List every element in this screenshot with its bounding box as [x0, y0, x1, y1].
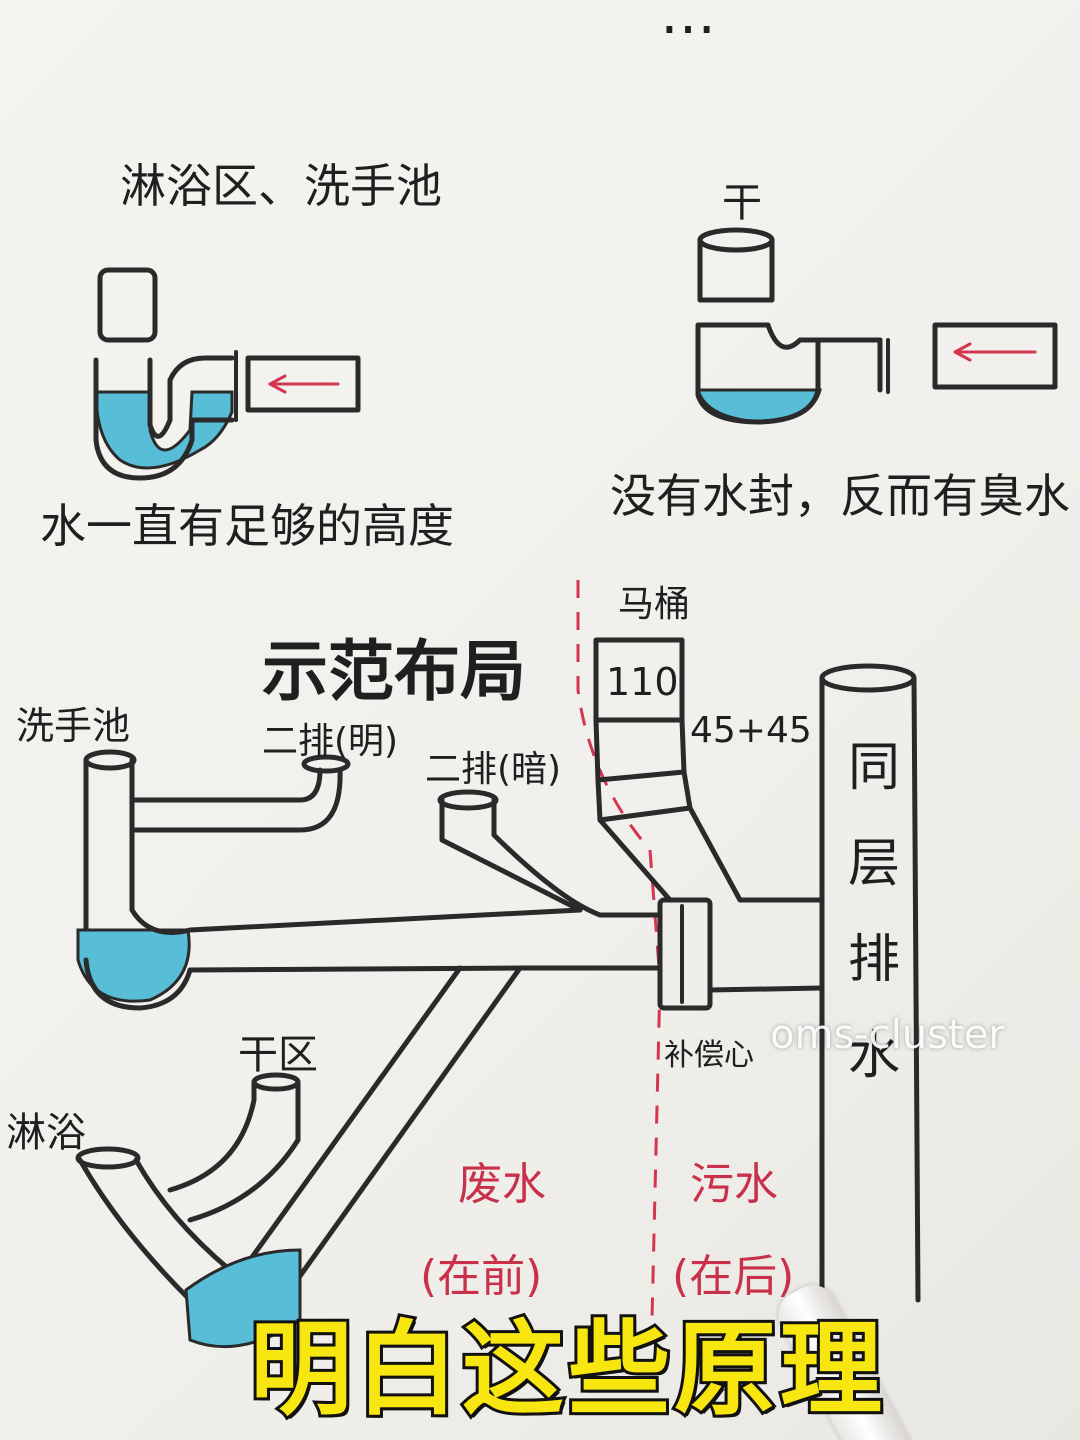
- label-dry-zone: 干区: [238, 1032, 318, 1078]
- label-waste-position: (在前): [420, 1251, 543, 1302]
- drain-cap-top-dry: [697, 227, 775, 253]
- dry-zone-pipe-left: [167, 1079, 257, 1193]
- stack-right: [911, 675, 921, 1303]
- label-same-floor-drainage: 同层排水: [848, 738, 901, 1086]
- good-trap-heading: 淋浴区、洗手池: [120, 159, 442, 213]
- layout-heading: 示范布局: [262, 633, 526, 710]
- main-pipe-bottom: [187, 965, 663, 973]
- label-basin: 洗手池: [16, 704, 131, 748]
- basin-pipe-mouth: [83, 749, 137, 771]
- outlet-pipe-good: [245, 355, 361, 413]
- toilet-flange: [593, 637, 685, 723]
- dry-label: 干: [722, 180, 762, 226]
- outlet-pipe-dry: [932, 322, 1058, 390]
- toilet-elbow-upper: [593, 717, 687, 783]
- drain-cap-dry: [697, 237, 775, 303]
- shower-pipe-right: [133, 1157, 233, 1273]
- flow-arrow-dry: [953, 342, 1037, 362]
- label-waste-water: 废水: [458, 1159, 546, 1210]
- trap-outer-dry: [695, 322, 883, 425]
- label-elbow-angles: 45+45: [690, 710, 812, 751]
- dry-zone-pipe-right: [187, 1079, 301, 1223]
- label-drain2-hidden: 二排(暗): [425, 749, 562, 790]
- good-trap-note: 水一直有足够的高度: [40, 499, 454, 553]
- demo-layout: [75, 580, 921, 1349]
- basin-trap-bottom: [83, 957, 193, 1011]
- label-toilet: 马桶: [618, 584, 691, 625]
- drain2-hidden-left: [439, 797, 583, 913]
- label-drain2-exposed: 二排(明): [262, 721, 399, 762]
- shower-water-seal: [184, 1248, 302, 1349]
- label-sewage-position: (在后): [672, 1251, 795, 1302]
- drain2-exposed-mouth: [301, 754, 351, 774]
- stack-top: [819, 663, 917, 693]
- eccentric-fitting: [657, 897, 713, 1011]
- waste-diagonal-upper: [287, 965, 523, 1293]
- drain2-exposed-top: [129, 767, 323, 803]
- label-sewage: 污水: [690, 1159, 778, 1210]
- main-pipe-top: [129, 907, 583, 935]
- basin-water-seal: [76, 928, 191, 1003]
- video-caption: 明白这些原理: [247, 1311, 886, 1430]
- label-toilet-size: 110: [606, 660, 679, 704]
- trap-outer-good: [93, 357, 235, 481]
- shower-mouth: [75, 1146, 141, 1170]
- label-eccentric: 补偿心: [664, 1038, 754, 1073]
- flow-arrow-good: [268, 374, 340, 394]
- eccentric-outlet: [707, 985, 825, 993]
- toilet-elbow-mid: [595, 769, 693, 823]
- top-title: …: [660, 0, 716, 47]
- waste-diagonal-lower: [247, 965, 463, 1263]
- drain2-exposed-bottom: [129, 767, 343, 833]
- water-seal-good: [94, 390, 234, 470]
- trap-with-water-seal: [93, 267, 361, 481]
- watermark: oms-cluster: [770, 1012, 1005, 1058]
- drain2-hidden-right: [491, 797, 663, 918]
- trap-inner-dry: [697, 322, 883, 350]
- toilet-drop-pipe: [597, 805, 823, 903]
- drain-cap-good: [97, 267, 158, 343]
- shower-pipe-left: [77, 1157, 193, 1303]
- trap-inner-good: [147, 355, 235, 439]
- trap-without-water-seal: [695, 227, 1058, 425]
- drain2-hidden-mouth: [437, 789, 499, 811]
- bad-trap-note: 没有水封，反而有臭水: [610, 469, 1070, 523]
- label-shower: 淋浴: [6, 1110, 86, 1156]
